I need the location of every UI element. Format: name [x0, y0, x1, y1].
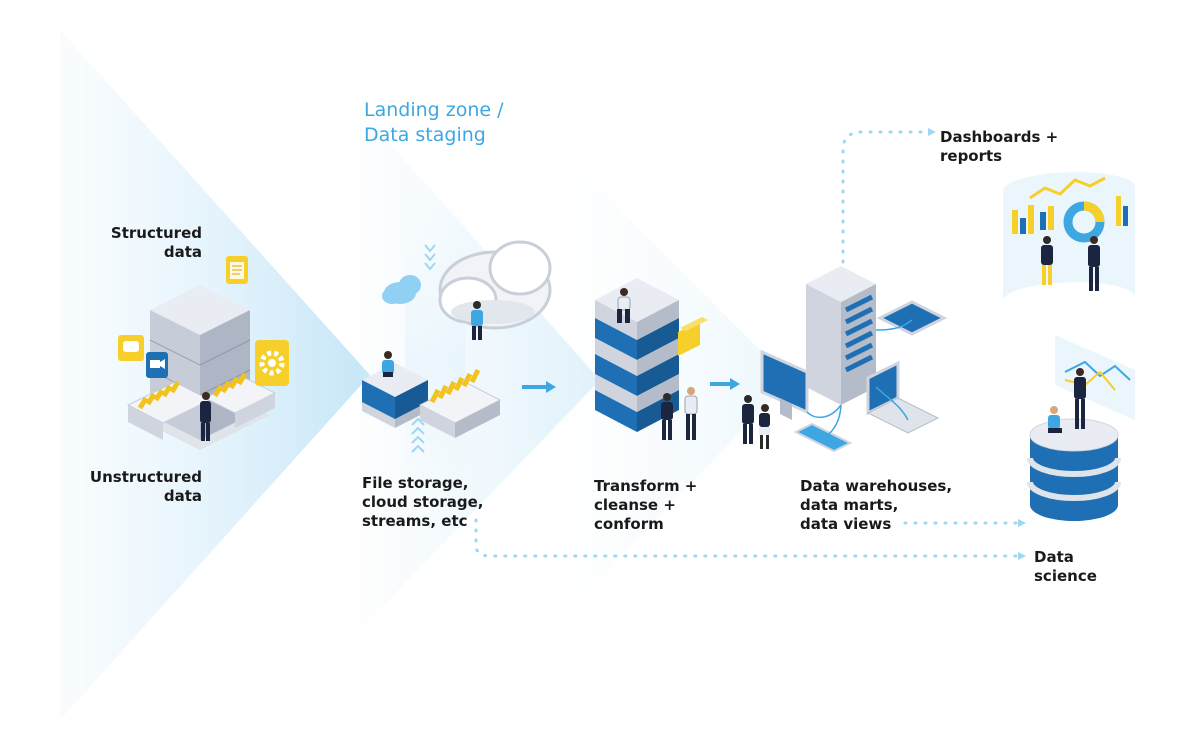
down-arrows — [411, 244, 436, 453]
server-icon — [806, 266, 876, 405]
person-icon — [1088, 236, 1100, 291]
tablet-icon — [876, 300, 948, 336]
flow-to-dashboards — [841, 128, 936, 264]
person-icon — [617, 288, 631, 323]
data-science-label: Data science — [1034, 548, 1097, 585]
arrow-right-icon — [710, 378, 740, 390]
small-cloud-icon — [382, 275, 421, 304]
laptop-icon — [866, 360, 940, 434]
structured-data-label: Structured data — [110, 224, 202, 261]
person-icon — [471, 301, 483, 340]
folder-icon — [418, 368, 502, 438]
hologram-panel — [1055, 335, 1135, 420]
person-icon — [742, 395, 754, 444]
video-icon — [146, 352, 168, 378]
unstructured-data-label: Unstructured data — [89, 468, 202, 505]
person-icon — [1074, 368, 1086, 429]
document-icon — [226, 256, 248, 284]
storage-server — [362, 363, 428, 428]
person-icon — [1048, 406, 1062, 433]
dashboards-label: Dashboards + reports — [940, 128, 1059, 165]
person-icon — [200, 392, 211, 441]
person-icon — [1041, 236, 1053, 285]
storage-label: File storage, cloud storage, streams, et… — [362, 474, 484, 530]
warehouses-label: Data warehouses, data marts, data views — [800, 477, 953, 533]
database-icon — [1027, 418, 1121, 521]
dashboard-panels — [1003, 172, 1135, 300]
flow-bypass-to-data-science — [474, 518, 1026, 560]
cables — [806, 319, 913, 439]
chat-bubble-icon — [118, 335, 144, 361]
person-icon — [684, 387, 698, 440]
person-icon — [759, 404, 770, 449]
bar-chart-icon — [1012, 196, 1128, 234]
monitor-icon — [760, 349, 809, 420]
pie-chart-icon — [1063, 201, 1105, 243]
arrow-right-icon — [522, 381, 556, 393]
person-icon — [382, 351, 394, 377]
folder-icon — [678, 317, 708, 356]
drawer-right — [203, 372, 277, 428]
person-icon — [661, 393, 673, 440]
flow-to-data-science — [903, 519, 1026, 527]
transform-label: Transform + cleanse + conform — [594, 477, 698, 533]
landing-zone-label: Landing zone / Data staging — [364, 99, 504, 146]
gear-icon — [255, 340, 289, 386]
